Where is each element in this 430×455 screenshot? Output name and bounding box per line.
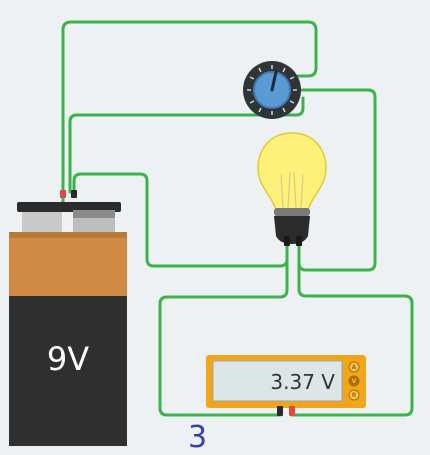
wires <box>61 20 414 417</box>
svg-text:R: R <box>352 392 357 399</box>
battery-neg-lead[interactable] <box>60 190 66 202</box>
light-bulb-socket <box>274 216 310 244</box>
wire-bulb-to-meter-neg[interactable] <box>158 242 289 417</box>
light-bulb-glass <box>257 132 327 211</box>
step-label: 3 <box>188 420 208 455</box>
multimeter-reading: 3.37 V <box>270 370 335 394</box>
multimeter-display <box>212 360 343 402</box>
svg-text:A: A <box>352 364 357 371</box>
multimeter-mode-a[interactable]: A <box>348 361 360 373</box>
light-bulb-filament <box>280 171 304 209</box>
battery-terminal-right-cap <box>73 210 115 218</box>
battery-top-plate <box>17 202 121 212</box>
battery-body-top <box>9 232 127 296</box>
wire-battery-neg-to-pot-top[interactable] <box>61 20 318 194</box>
multimeter-mode-r[interactable]: R <box>348 389 360 401</box>
light-bulb[interactable] <box>257 132 327 246</box>
battery-body-top-shade <box>9 232 127 238</box>
battery-label: 9V <box>47 340 89 378</box>
light-bulb-terminal-left[interactable] <box>284 236 290 246</box>
potentiometer[interactable] <box>243 61 301 119</box>
wire-battery-pos-to-bulb[interactable] <box>72 172 289 268</box>
battery-pos-lead[interactable] <box>71 190 77 198</box>
potentiometer-indicator <box>270 70 278 92</box>
multimeter-probe-pos[interactable] <box>289 406 295 416</box>
svg-text:V: V <box>352 378 357 385</box>
wire-battery-neg-to-pot-mid[interactable] <box>68 96 305 194</box>
wire-bulb-to-meter-pos[interactable] <box>290 242 414 417</box>
battery-terminal-left <box>22 212 62 232</box>
battery-body-bottom <box>9 296 127 446</box>
multimeter-mode-v[interactable]: V <box>348 375 360 387</box>
multimeter-probe-neg[interactable] <box>277 406 283 416</box>
multimeter[interactable]: 3.37 V A V R <box>206 355 366 416</box>
potentiometer-ticks <box>247 65 297 115</box>
light-bulb-base-ring <box>274 208 310 216</box>
battery[interactable]: 9V <box>9 190 127 446</box>
light-bulb-terminal-right[interactable] <box>296 236 302 246</box>
